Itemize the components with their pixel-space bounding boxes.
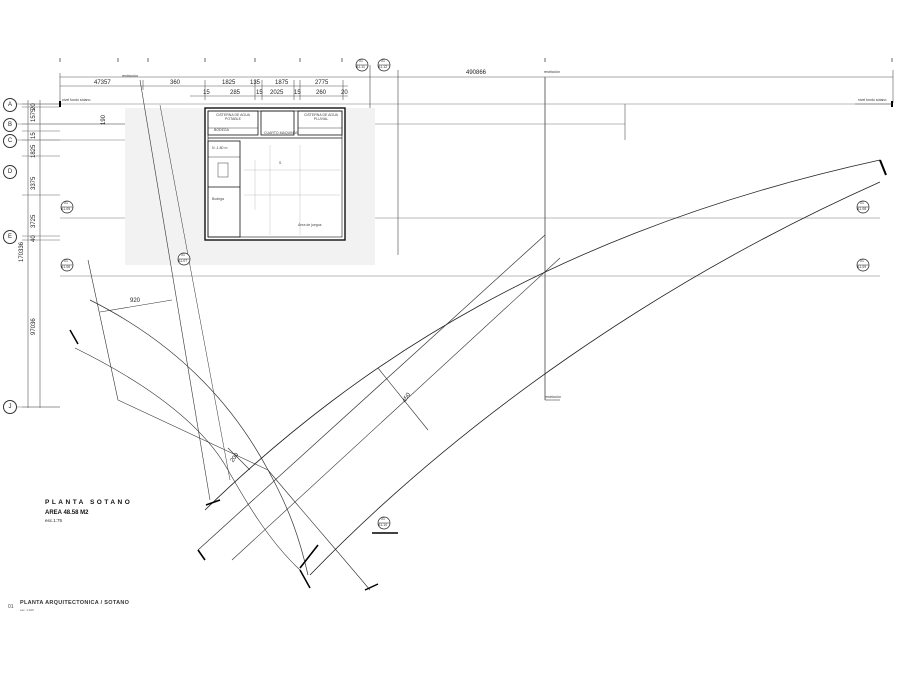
detail-tag-8: 01 A1.12: [377, 58, 391, 72]
band-line-2: [231, 257, 561, 561]
axis-bubble-d: D: [3, 165, 17, 179]
label-nivel-left: nivel fondo sótano: [62, 98, 91, 102]
plan-title-block: PLANTA SOTANO AREA 48.58 M2 esc.1:75: [45, 499, 133, 523]
room-label-4: CUARTO MAQUINAS: [264, 131, 299, 135]
label-restriccion-top: restricción: [122, 74, 138, 78]
plan-area: AREA 48.58 M2: [45, 509, 89, 516]
room-label-5: Bodega: [212, 197, 225, 201]
dim-left-8: 97036: [31, 318, 37, 335]
diagonal-line-3: [159, 104, 231, 481]
room-label-s: S: [279, 161, 282, 165]
room-label-3: BODEGA: [214, 128, 229, 132]
band-line-1: [197, 234, 546, 551]
dim-190: 190: [101, 114, 107, 125]
dim-top-e: 1875: [275, 80, 289, 86]
label-restriccion-bottom: restricción: [545, 395, 561, 399]
dim-left-total: 170336: [19, 241, 25, 262]
dim-left-4: 1825: [31, 144, 37, 158]
sheet-scale: esc. 1:100: [20, 608, 34, 612]
detail-tag-6: 01 A1.10: [377, 516, 391, 530]
building-plan: [204, 107, 346, 241]
sheet-number: 01: [8, 604, 14, 610]
dim-top-a: 47357: [94, 80, 111, 86]
dim-left-2: 1575: [31, 108, 37, 122]
dim-left-5: 3375: [31, 176, 37, 190]
axis-bubble-j: J: [3, 400, 17, 414]
dim-sub-7: 20: [341, 90, 348, 96]
detail-tag-4: 01 A1.08: [856, 200, 870, 214]
dim-920: 920: [130, 298, 141, 304]
dim-top-d: 135: [250, 80, 261, 86]
detail-tag-5: 01 A1.09: [856, 258, 870, 272]
dim-left-3: 15: [31, 132, 37, 139]
room-label-6: Área de juegos: [298, 223, 322, 227]
axis-bubble-a: A: [3, 98, 17, 112]
diagonal-line-1: [139, 79, 211, 501]
dim-top-b: 360: [170, 80, 181, 86]
label-nivel-right: nivel fondo sótano: [858, 98, 887, 102]
plan-title: PLANTA SOTANO: [45, 499, 133, 506]
dim-overall: 490866: [466, 70, 487, 76]
axis-bubble-c: C: [3, 134, 17, 148]
dim-sub-5: 15: [294, 90, 301, 96]
plan-scale: esc.1:75: [45, 517, 63, 523]
dim-sub-4: 2025: [270, 90, 284, 96]
dim-left-6: 3725: [31, 214, 37, 228]
detail-tag-2: 01 A1.06: [60, 258, 74, 272]
detail-tag-7: 01 A1.11: [355, 58, 369, 72]
dim-top-f: 2775: [315, 80, 329, 86]
axis-bubble-e: E: [3, 230, 17, 244]
dim-sub-2: 285: [230, 90, 241, 96]
detail-tag-1: 01 A1.05: [60, 200, 74, 214]
main-arc-outer: [204, 159, 881, 511]
axis-bubble-b: B: [3, 118, 17, 132]
room-label-level: N -1.80 m: [212, 146, 228, 150]
boundary-curve-left: [89, 299, 309, 576]
label-restriccion-right: restricción: [544, 70, 560, 74]
room-label-1: CISTERNA DE AGUA POTABLE: [215, 113, 251, 121]
room-label-2: CISTERNA DE AGUA PLUVIAL: [303, 113, 339, 121]
dim-sub-3: 15: [256, 90, 263, 96]
dim-top-c: 1825: [222, 80, 236, 86]
dim-sub-6: 260: [316, 90, 327, 96]
detail-tag-3: 01 A1.07: [177, 252, 191, 266]
dim-sub-1: 15: [203, 90, 210, 96]
dim-left-7: 40: [31, 235, 37, 242]
main-arc-inner: [309, 181, 881, 576]
diagonal-line-2: [87, 259, 119, 401]
sheet-label: PLANTA ARQUITECTONICA / SOTANO: [20, 600, 130, 606]
